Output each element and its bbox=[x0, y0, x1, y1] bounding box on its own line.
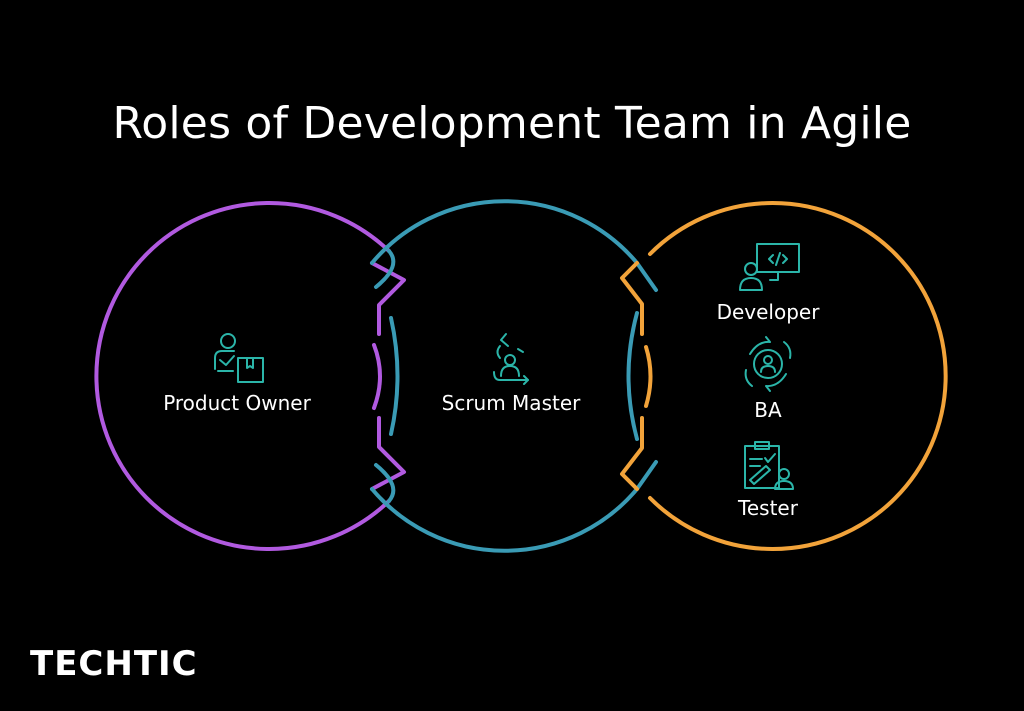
techtic-logo: TECHTIC bbox=[30, 644, 198, 684]
circle-product-owner bbox=[94, 201, 406, 551]
circle-scrum-master bbox=[370, 199, 658, 553]
circle-development-team bbox=[620, 201, 948, 551]
scrum-master-label: Scrum Master bbox=[442, 391, 582, 415]
developer-label: Developer bbox=[717, 300, 821, 324]
product-owner-label: Product Owner bbox=[163, 391, 311, 415]
product-owner-icon bbox=[214, 333, 264, 383]
tester-icon bbox=[744, 441, 794, 490]
developer-icon bbox=[739, 243, 800, 291]
scrum-master-icon bbox=[493, 333, 529, 385]
business-analyst-icon bbox=[744, 336, 792, 392]
page-title: Roles of Development Team in Agile bbox=[112, 98, 912, 149]
tester-label: Tester bbox=[737, 496, 799, 520]
ba-label: BA bbox=[754, 398, 782, 422]
